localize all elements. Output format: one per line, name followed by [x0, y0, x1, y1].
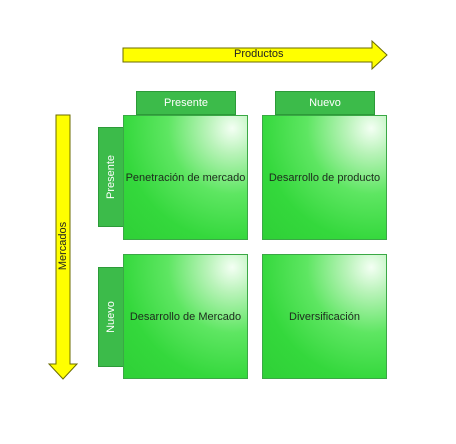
row-header-label: Nuevo [105, 301, 118, 333]
productos-label: Productos [234, 48, 284, 60]
cell-desarrollo-de-mercado: Desarrollo de Mercado [123, 254, 248, 379]
productos-arrow [122, 39, 388, 71]
cell-desarrollo-de-producto: Desarrollo de producto [262, 115, 387, 240]
column-header-label: Presente [163, 97, 209, 109]
mercados-arrow [47, 114, 79, 380]
cell-label: Penetración de mercado [125, 171, 246, 184]
cell-label: Diversificación [289, 310, 360, 323]
cell-label: Desarrollo de producto [268, 171, 381, 184]
column-header-label: Nuevo [309, 97, 341, 109]
row-header-label: Presente [105, 154, 117, 200]
cell-label: Desarrollo de Mercado [129, 310, 242, 323]
column-header-presente: Presente [136, 91, 236, 115]
row-header-nuevo: Nuevo [98, 267, 124, 367]
cell-penetracion-de-mercado: Penetración de mercado [123, 115, 248, 240]
column-header-nuevo: Nuevo [275, 91, 375, 115]
row-header-presente: Presente [98, 127, 124, 227]
cell-diversificacion: Diversificación [262, 254, 387, 379]
mercados-label: Mercados [57, 221, 69, 271]
